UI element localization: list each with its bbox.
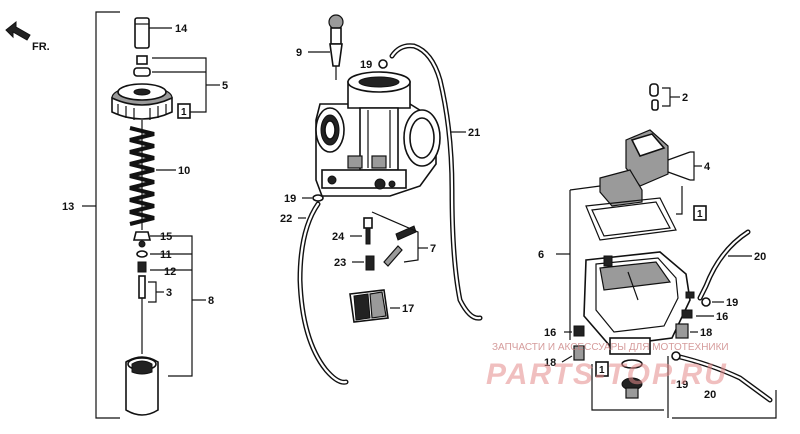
callout-3: 3 — [166, 287, 172, 299]
part-14-cap: 14 — [134, 17, 188, 49]
callout-6: 6 — [538, 249, 544, 261]
part-3-jet-needle: 3 — [138, 275, 172, 354]
part-17-float: 17 — [349, 289, 414, 323]
part-19-clamp-top: 19 — [360, 59, 388, 71]
part-18-drain-left: 18 — [544, 345, 585, 369]
callout-19-bottom: 19 — [676, 379, 688, 391]
callout-1-bottom: 1 — [599, 365, 605, 376]
callout-18-left: 18 — [544, 357, 556, 369]
carb-top-cap — [111, 83, 173, 120]
part-19-clamp-right: 19 — [701, 297, 738, 309]
callout-19-left: 19 — [284, 193, 296, 205]
callout-19-top: 19 — [360, 59, 372, 71]
part-10-spring: 10 — [129, 120, 190, 230]
front-arrow-icon — [5, 20, 31, 41]
callout-18-right: 18 — [700, 327, 712, 339]
callout-22: 22 — [280, 213, 292, 225]
callout-24: 24 — [332, 231, 345, 243]
part-4-cover: 4 — [599, 129, 711, 207]
front-direction-indicator: FR. — [5, 20, 50, 53]
callout-7: 7 — [430, 243, 436, 255]
callout-5: 5 — [222, 80, 228, 92]
callout-9: 9 — [296, 47, 302, 59]
callout-20-bottom: 20 — [704, 389, 716, 401]
part-16-screw-left: 16 — [544, 325, 585, 339]
part-18-drain-right: 18 — [675, 323, 712, 339]
part-2-screws: 2 — [649, 83, 688, 111]
carburetor-body — [315, 71, 441, 197]
callout-16-left: 16 — [544, 327, 556, 339]
needle-clip-parts: 15 11 12 — [132, 231, 193, 377]
part-1-gasket-ref: 1 — [177, 103, 191, 119]
part-20-hose-top: 20 — [697, 229, 766, 301]
part-23-pilot-jet: 23 — [334, 255, 375, 271]
part-22-overflow-hose: 22 — [280, 201, 349, 385]
part-19-clamp-left: 19 — [284, 193, 324, 205]
assembly-13-bracket: 13 — [62, 11, 120, 419]
part-8-throttle-slide: 8 — [125, 295, 214, 416]
float-chamber-gasket — [585, 197, 677, 241]
callout-11: 11 — [160, 249, 172, 261]
callout-19-right: 19 — [726, 297, 738, 309]
callout-8: 8 — [208, 295, 214, 307]
callout-10: 10 — [178, 165, 190, 177]
callout-2: 2 — [682, 92, 688, 104]
callout-20-top: 20 — [754, 251, 766, 263]
part-16-screw-right: 16 — [681, 309, 728, 323]
callout-21: 21 — [468, 127, 480, 139]
drain-plug-assembly: 1 — [591, 359, 664, 411]
part-20-hose-bottom: 19 20 — [667, 351, 777, 419]
callout-1-right: 1 — [697, 209, 703, 220]
callout-4: 4 — [704, 161, 711, 173]
callout-12: 12 — [164, 266, 176, 278]
part-21-vent-hose: 21 — [389, 43, 483, 321]
callout-15: 15 — [160, 231, 172, 243]
watermark-tagline: ЗАПЧАСТИ И АКСЕССУАРЫ ДЛЯ МОТОТЕХНИКИ — [492, 342, 729, 353]
float-bowl — [583, 251, 695, 355]
part-6-bracket: 6 — [538, 185, 683, 340]
front-direction-label: FR. — [32, 41, 50, 53]
callout-1-top: 1 — [181, 107, 187, 118]
part-5-fittings: 5 — [133, 55, 228, 113]
callout-16-right: 16 — [716, 311, 728, 323]
callout-23: 23 — [334, 257, 346, 269]
part-9-adjust-screw: 9 — [296, 14, 344, 80]
part-24-main-jet: 24 — [332, 217, 373, 245]
callout-17: 17 — [402, 303, 414, 315]
part-1-gasket-ref-right: 1 — [693, 205, 707, 221]
callout-14: 14 — [175, 23, 188, 35]
watermark: ЗАПЧАСТИ И АКСЕССУАРЫ ДЛЯ МОТОТЕХНИКИ PA… — [486, 342, 729, 391]
watermark-logo: PARTS-TOP.RU — [486, 358, 728, 391]
callout-13: 13 — [62, 201, 74, 213]
part-7-air-screw: 7 — [371, 211, 436, 267]
